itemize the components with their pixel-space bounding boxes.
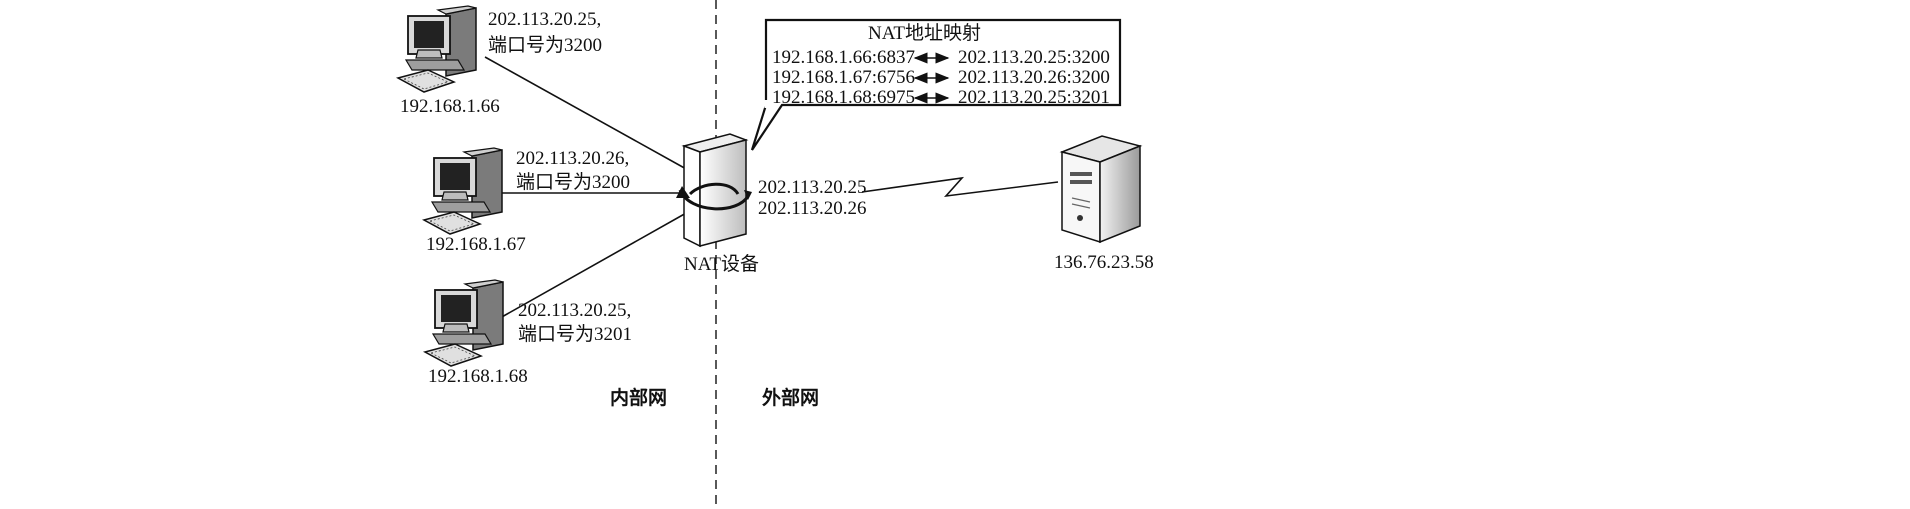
- host-computer-3: [424, 279, 504, 367]
- host-2-mapped-ip: 202.113.20.26,: [516, 148, 629, 169]
- nat-row-2-inside: 192.168.1.67:6756: [772, 67, 915, 88]
- nat-row-2-outside: 202.113.20.26:3200: [958, 67, 1110, 88]
- link-host-1: [484, 56, 689, 171]
- link-host-3: [499, 211, 689, 319]
- host-2-ip: 192.168.1.67: [426, 234, 526, 255]
- server-ip: 136.76.23.58: [1054, 252, 1154, 273]
- host-1-mapped-port: 端口号为3200: [488, 34, 602, 56]
- nat-table-title: NAT地址映射: [868, 22, 981, 44]
- server-icon: [1059, 135, 1143, 244]
- nat-device-label: NAT设备: [684, 253, 759, 275]
- nat-mapping-table: [750, 18, 1122, 151]
- nat-row-3-outside: 202.113.20.25:3201: [958, 87, 1110, 108]
- host-computer-2: [423, 147, 503, 235]
- nat-public-ip-1: 202.113.20.25: [758, 177, 867, 198]
- host-1-mapped-ip: 202.113.20.25,: [488, 9, 601, 30]
- inner-network-label: 内部网: [610, 386, 667, 409]
- host-1-ip: 192.168.1.66: [400, 96, 500, 117]
- nat-public-ip-2: 202.113.20.26: [758, 198, 867, 219]
- host-computer-1: [397, 5, 477, 93]
- host-3-ip: 192.168.1.68: [428, 366, 528, 387]
- outer-network-label: 外部网: [762, 386, 819, 409]
- nat-row-1-outside: 202.113.20.25:3200: [958, 47, 1110, 68]
- host-2-mapped-port: 端口号为3200: [516, 171, 630, 193]
- wan-link: [861, 176, 1059, 198]
- nat-row-1-inside: 192.168.1.66:6837: [772, 47, 915, 68]
- host-3-mapped-ip: 202.113.20.25,: [518, 300, 631, 321]
- nat-row-3-inside: 192.168.1.68:6975: [772, 87, 915, 108]
- nat-device-icon: [676, 133, 752, 248]
- host-3-mapped-port: 端口号为3201: [518, 323, 632, 345]
